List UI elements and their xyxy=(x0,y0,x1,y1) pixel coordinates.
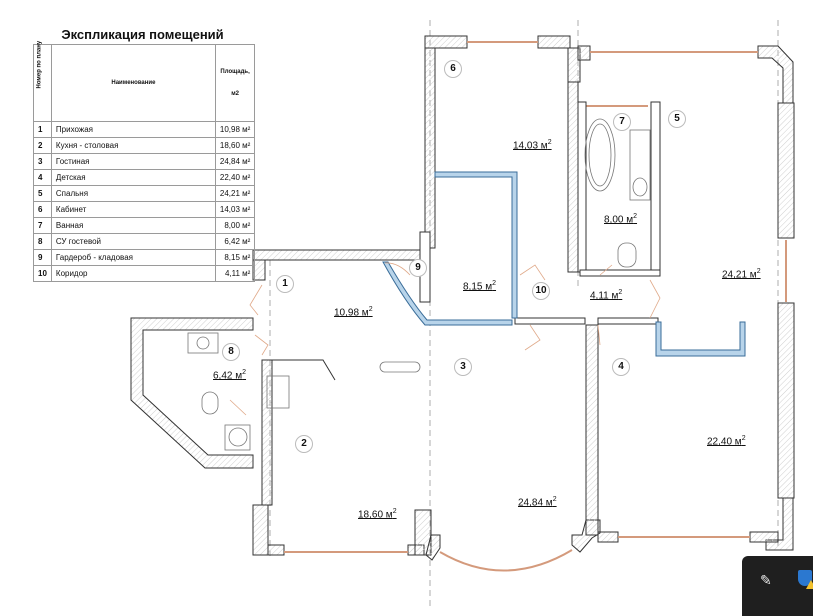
doors xyxy=(229,262,661,416)
room-area-label: 18,60 м2 xyxy=(358,508,397,521)
row-name: Гостиная xyxy=(50,153,216,170)
room-number-tag: 3 xyxy=(454,358,472,376)
row-number: 6 xyxy=(33,201,52,218)
warning-icon xyxy=(806,580,813,589)
header-area: Площадь, м2 xyxy=(214,44,256,122)
room-number-tag: 8 xyxy=(222,343,240,361)
explication-table: Номер по плану Наименование Площадь, м2 … xyxy=(33,41,256,282)
row-area: 8,15 м² xyxy=(214,249,256,266)
explication-title: Экспликация помещений xyxy=(61,27,224,42)
partition-walls xyxy=(382,171,746,357)
row-number: 7 xyxy=(33,217,52,234)
row-area: 6,42 м² xyxy=(214,233,256,250)
header-number: Номер по плану xyxy=(33,41,52,122)
room-area-label: 8,15 м2 xyxy=(463,280,497,293)
row-area: 8,00 м² xyxy=(214,217,256,234)
row-number: 5 xyxy=(33,185,52,202)
room-number-tag: 5 xyxy=(668,110,686,128)
row-number: 1 xyxy=(33,121,52,138)
windows xyxy=(284,41,787,572)
row-number: 8 xyxy=(33,233,52,250)
room-number-tag: 10 xyxy=(532,282,550,300)
row-name: Спальня xyxy=(50,185,216,202)
row-area: 4,11 м² xyxy=(214,265,256,282)
room-number-tag: 2 xyxy=(295,435,313,453)
interior-walls xyxy=(272,101,661,381)
row-name: СУ гостевой xyxy=(50,233,216,250)
room-number-tag: 7 xyxy=(613,113,631,131)
row-name: Коридор xyxy=(50,265,216,282)
room-number-tag: 6 xyxy=(444,60,462,78)
row-area: 18,60 м² xyxy=(214,137,256,154)
row-area: 14,03 м² xyxy=(214,201,256,218)
taskbar-tray: ✎ xyxy=(742,556,813,616)
room-area-label: 24,21 м2 xyxy=(722,268,761,281)
row-number: 3 xyxy=(33,153,52,170)
fixtures xyxy=(187,118,651,451)
row-name: Детская xyxy=(50,169,216,186)
room-area-label: 8,00 м2 xyxy=(604,213,638,226)
row-number: 9 xyxy=(33,249,52,266)
room-number-tag: 1 xyxy=(276,275,294,293)
row-name: Кухня - столовая xyxy=(50,137,216,154)
row-area: 22,40 м² xyxy=(214,169,256,186)
room-number-tag: 9 xyxy=(409,259,427,277)
row-area: 24,84 м² xyxy=(214,153,256,170)
room-area-label: 24,84 м2 xyxy=(518,496,557,509)
row-number: 2 xyxy=(33,137,52,154)
room-area-label: 4,11 м2 xyxy=(590,289,623,302)
row-name: Прихожая xyxy=(50,121,216,138)
header-name: Наименование xyxy=(50,44,216,122)
row-number: 4 xyxy=(33,169,52,186)
room-area-label: 22,40 м2 xyxy=(707,435,746,448)
row-area: 10,98 м² xyxy=(214,121,256,138)
row-name: Ванная xyxy=(50,217,216,234)
room-area-label: 6,42 м2 xyxy=(213,369,247,382)
room-area-label: 14,03 м2 xyxy=(513,139,552,152)
row-area: 24,21 м² xyxy=(214,185,256,202)
room-area-label: 10,98 м2 xyxy=(334,306,373,319)
pen-tablet-icon[interactable]: ✎ xyxy=(760,572,772,588)
outer-walls xyxy=(130,35,795,561)
table-header-row: Номер по плану Наименование Площадь, м2 xyxy=(33,41,256,122)
row-name: Кабинет xyxy=(50,201,216,218)
row-name: Гардероб - кладовая xyxy=(50,249,216,266)
room-number-tag: 4 xyxy=(612,358,630,376)
row-number: 10 xyxy=(33,265,52,282)
